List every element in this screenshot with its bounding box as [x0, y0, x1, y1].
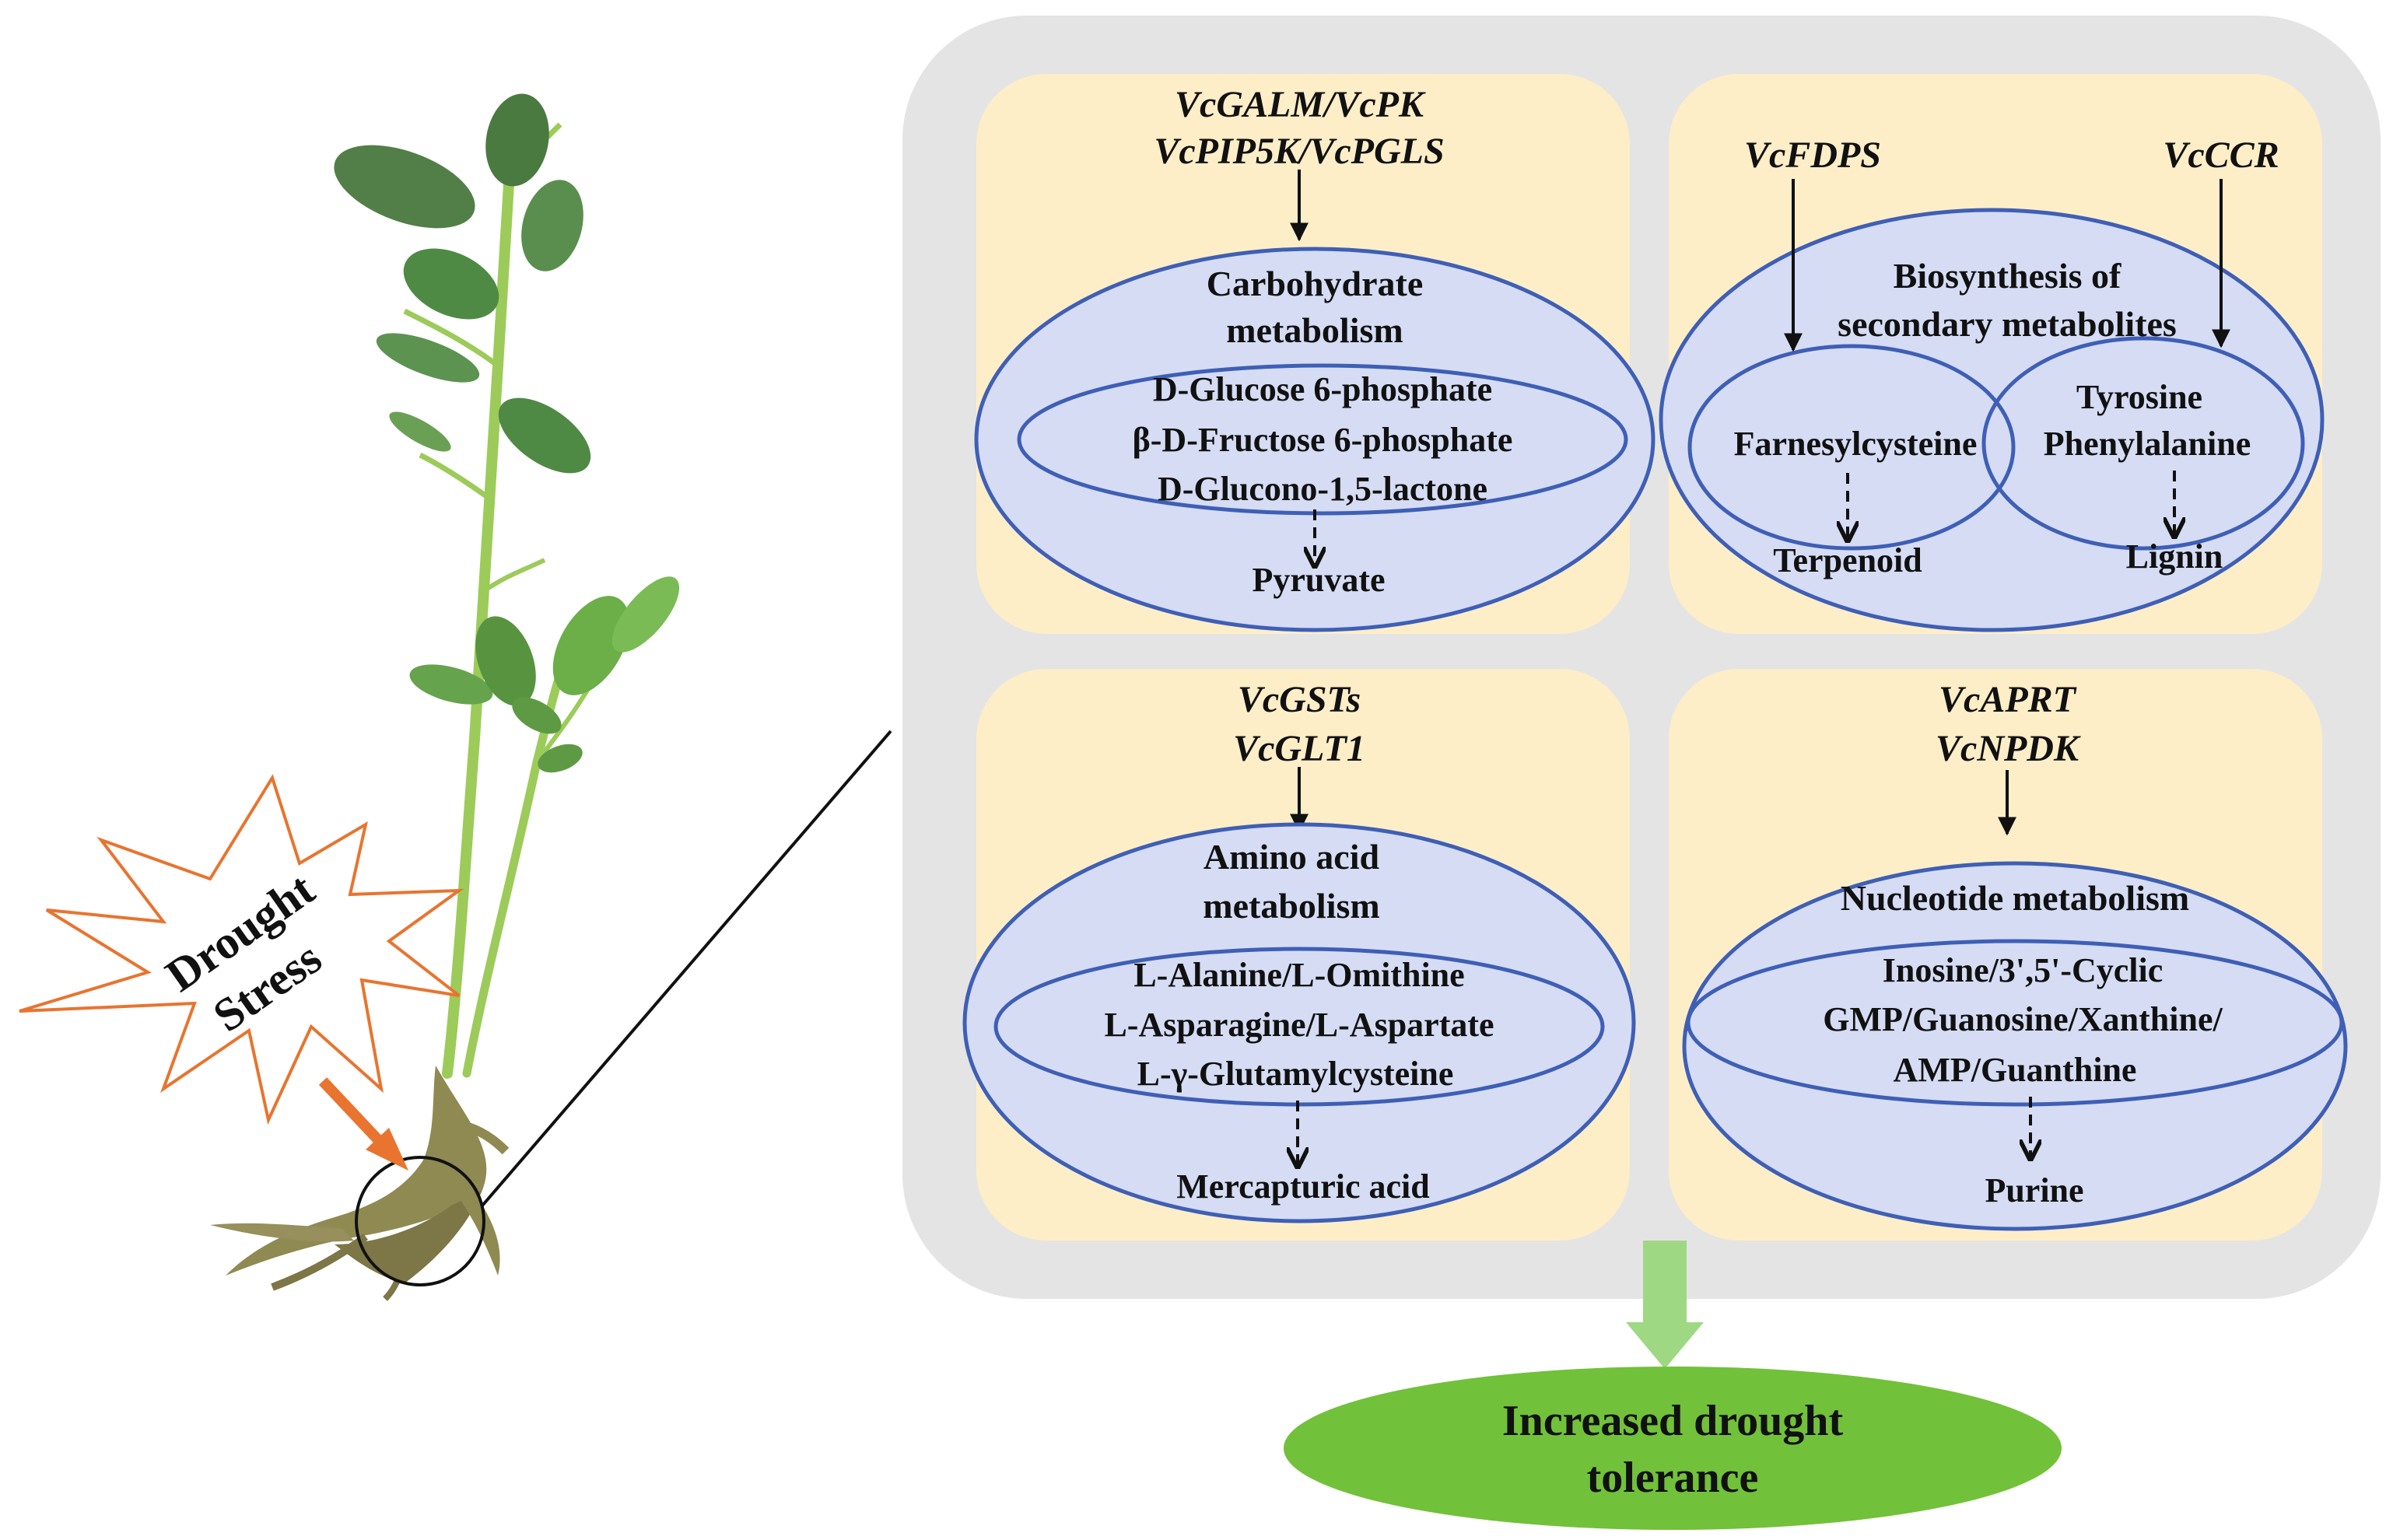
amino-acid-pathway-line2: metabolism [1203, 886, 1379, 926]
amino-acid-gene-line2: VcGLT1 [1233, 728, 1365, 769]
carbohydrate-product: Pyruvate [1252, 561, 1385, 599]
root-zoom-circle [355, 1156, 485, 1286]
nucleotide-inner-ellipse [1686, 939, 2344, 1107]
secondary-left-product: Terpenoid [1773, 541, 1922, 579]
panel-carbohydrate: VcGALM/VcPK VcPIP5K/VcPGLS Carbohydrate … [974, 74, 1655, 634]
nucleotide-gene-line2: VcNPDK [1936, 728, 2081, 769]
carbohydrate-metabolite-2: β-D-Fructose 6-phosphate [1133, 421, 1513, 459]
carbohydrate-gene-line2: VcPIP5K/VcPGLS [1154, 131, 1444, 172]
secondary-gene-right: VcCCR [2163, 135, 2279, 176]
secondary-left-ellipse [1687, 344, 2016, 551]
secondary-left-metabolite: Farnesylcysteine [1734, 425, 1978, 463]
plant-illustration [210, 93, 680, 1301]
outcome-label-line2: tolerance [1587, 1454, 1759, 1502]
zoom-connector-line [481, 730, 892, 1207]
carbohydrate-metabolite-3: D-Glucono-1,5-lactone [1158, 470, 1487, 508]
plant-roots [210, 1066, 510, 1301]
carbohydrate-metabolite-1: D-Glucose 6-phosphate [1153, 370, 1492, 408]
carbohydrate-pathway-line2: metabolism [1226, 310, 1403, 350]
outcome-ellipse [1284, 1367, 2062, 1530]
amino-acid-metabolite-1: L-Alanine/L-Omithine [1133, 956, 1464, 994]
panel-nucleotide: VcAPRT VcNPDK Nucleotide metabolism Inos… [1669, 669, 2348, 1241]
stress-arrow-head [366, 1128, 408, 1171]
panel-amino-acid: VcGSTs VcGLT1 Amino acid metabolism L-Al… [962, 669, 1636, 1241]
nucleotide-product: Purine [1985, 1171, 2083, 1209]
amino-acid-outer-ellipse [962, 822, 1636, 1223]
outcome-label-line1: Increased drought [1502, 1397, 1844, 1445]
amino-acid-metabolite-3: L-γ-Glutamylcysteine [1137, 1055, 1454, 1093]
amino-acid-metabolite-2: L-Asparagine/L-Aspartate [1104, 1006, 1494, 1044]
stress-starburst [19, 774, 464, 1125]
amino-acid-pathway-line1: Amino acid [1204, 837, 1380, 877]
secondary-pathway-line2: secondary metabolites [1838, 304, 2177, 344]
nucleotide-metabolite-2: GMP/Guanosine/Xanthine/ [1823, 1000, 2223, 1038]
secondary-outer-ellipse [1659, 208, 2325, 632]
carbohydrate-outer-ellipse [974, 247, 1655, 632]
nucleotide-outer-ellipse [1682, 861, 2348, 1231]
nucleotide-pathway-line1: Nucleotide metabolism [1841, 878, 2189, 918]
stress-arrow-shaft [318, 1077, 390, 1151]
secondary-right-ellipse [1981, 336, 2305, 551]
secondary-right-metabolite-2: Phenylalanine [2044, 425, 2251, 463]
amino-acid-gene-line1: VcGSTs [1238, 679, 1361, 720]
panel-secondary-metabolites: VcFDPS VcCCR Biosynthesis of secondary m… [1659, 74, 2325, 634]
outcome-arrow-head [1626, 1322, 1704, 1369]
secondary-right-product: Lignin [2126, 537, 2223, 576]
nucleotide-gene-line1: VcAPRT [1939, 679, 2077, 720]
drought-stress-burst: Drought Stress [19, 774, 464, 1171]
nucleotide-metabolite-1: Inosine/3',5'-Cyclic [1883, 951, 2164, 989]
carbohydrate-pathway-line1: Carbohydrate [1207, 264, 1424, 303]
secondary-pathway-line1: Biosynthesis of [1894, 256, 2121, 296]
carbohydrate-inner-ellipse [1017, 363, 1628, 516]
outcome-group: Increased drought tolerance [1284, 1241, 2062, 1530]
secondary-gene-left: VcFDPS [1744, 135, 1881, 176]
plant-leaves [334, 93, 680, 773]
outcome-arrow-shaft [1643, 1241, 1687, 1326]
secondary-right-metabolite-1: Tyrosine [2076, 378, 2202, 416]
carbohydrate-gene-line1: VcGALM/VcPK [1175, 84, 1426, 125]
amino-acid-product: Mercapturic acid [1176, 1167, 1429, 1206]
nucleotide-metabolite-3: AMP/Guanthine [1894, 1051, 2137, 1089]
